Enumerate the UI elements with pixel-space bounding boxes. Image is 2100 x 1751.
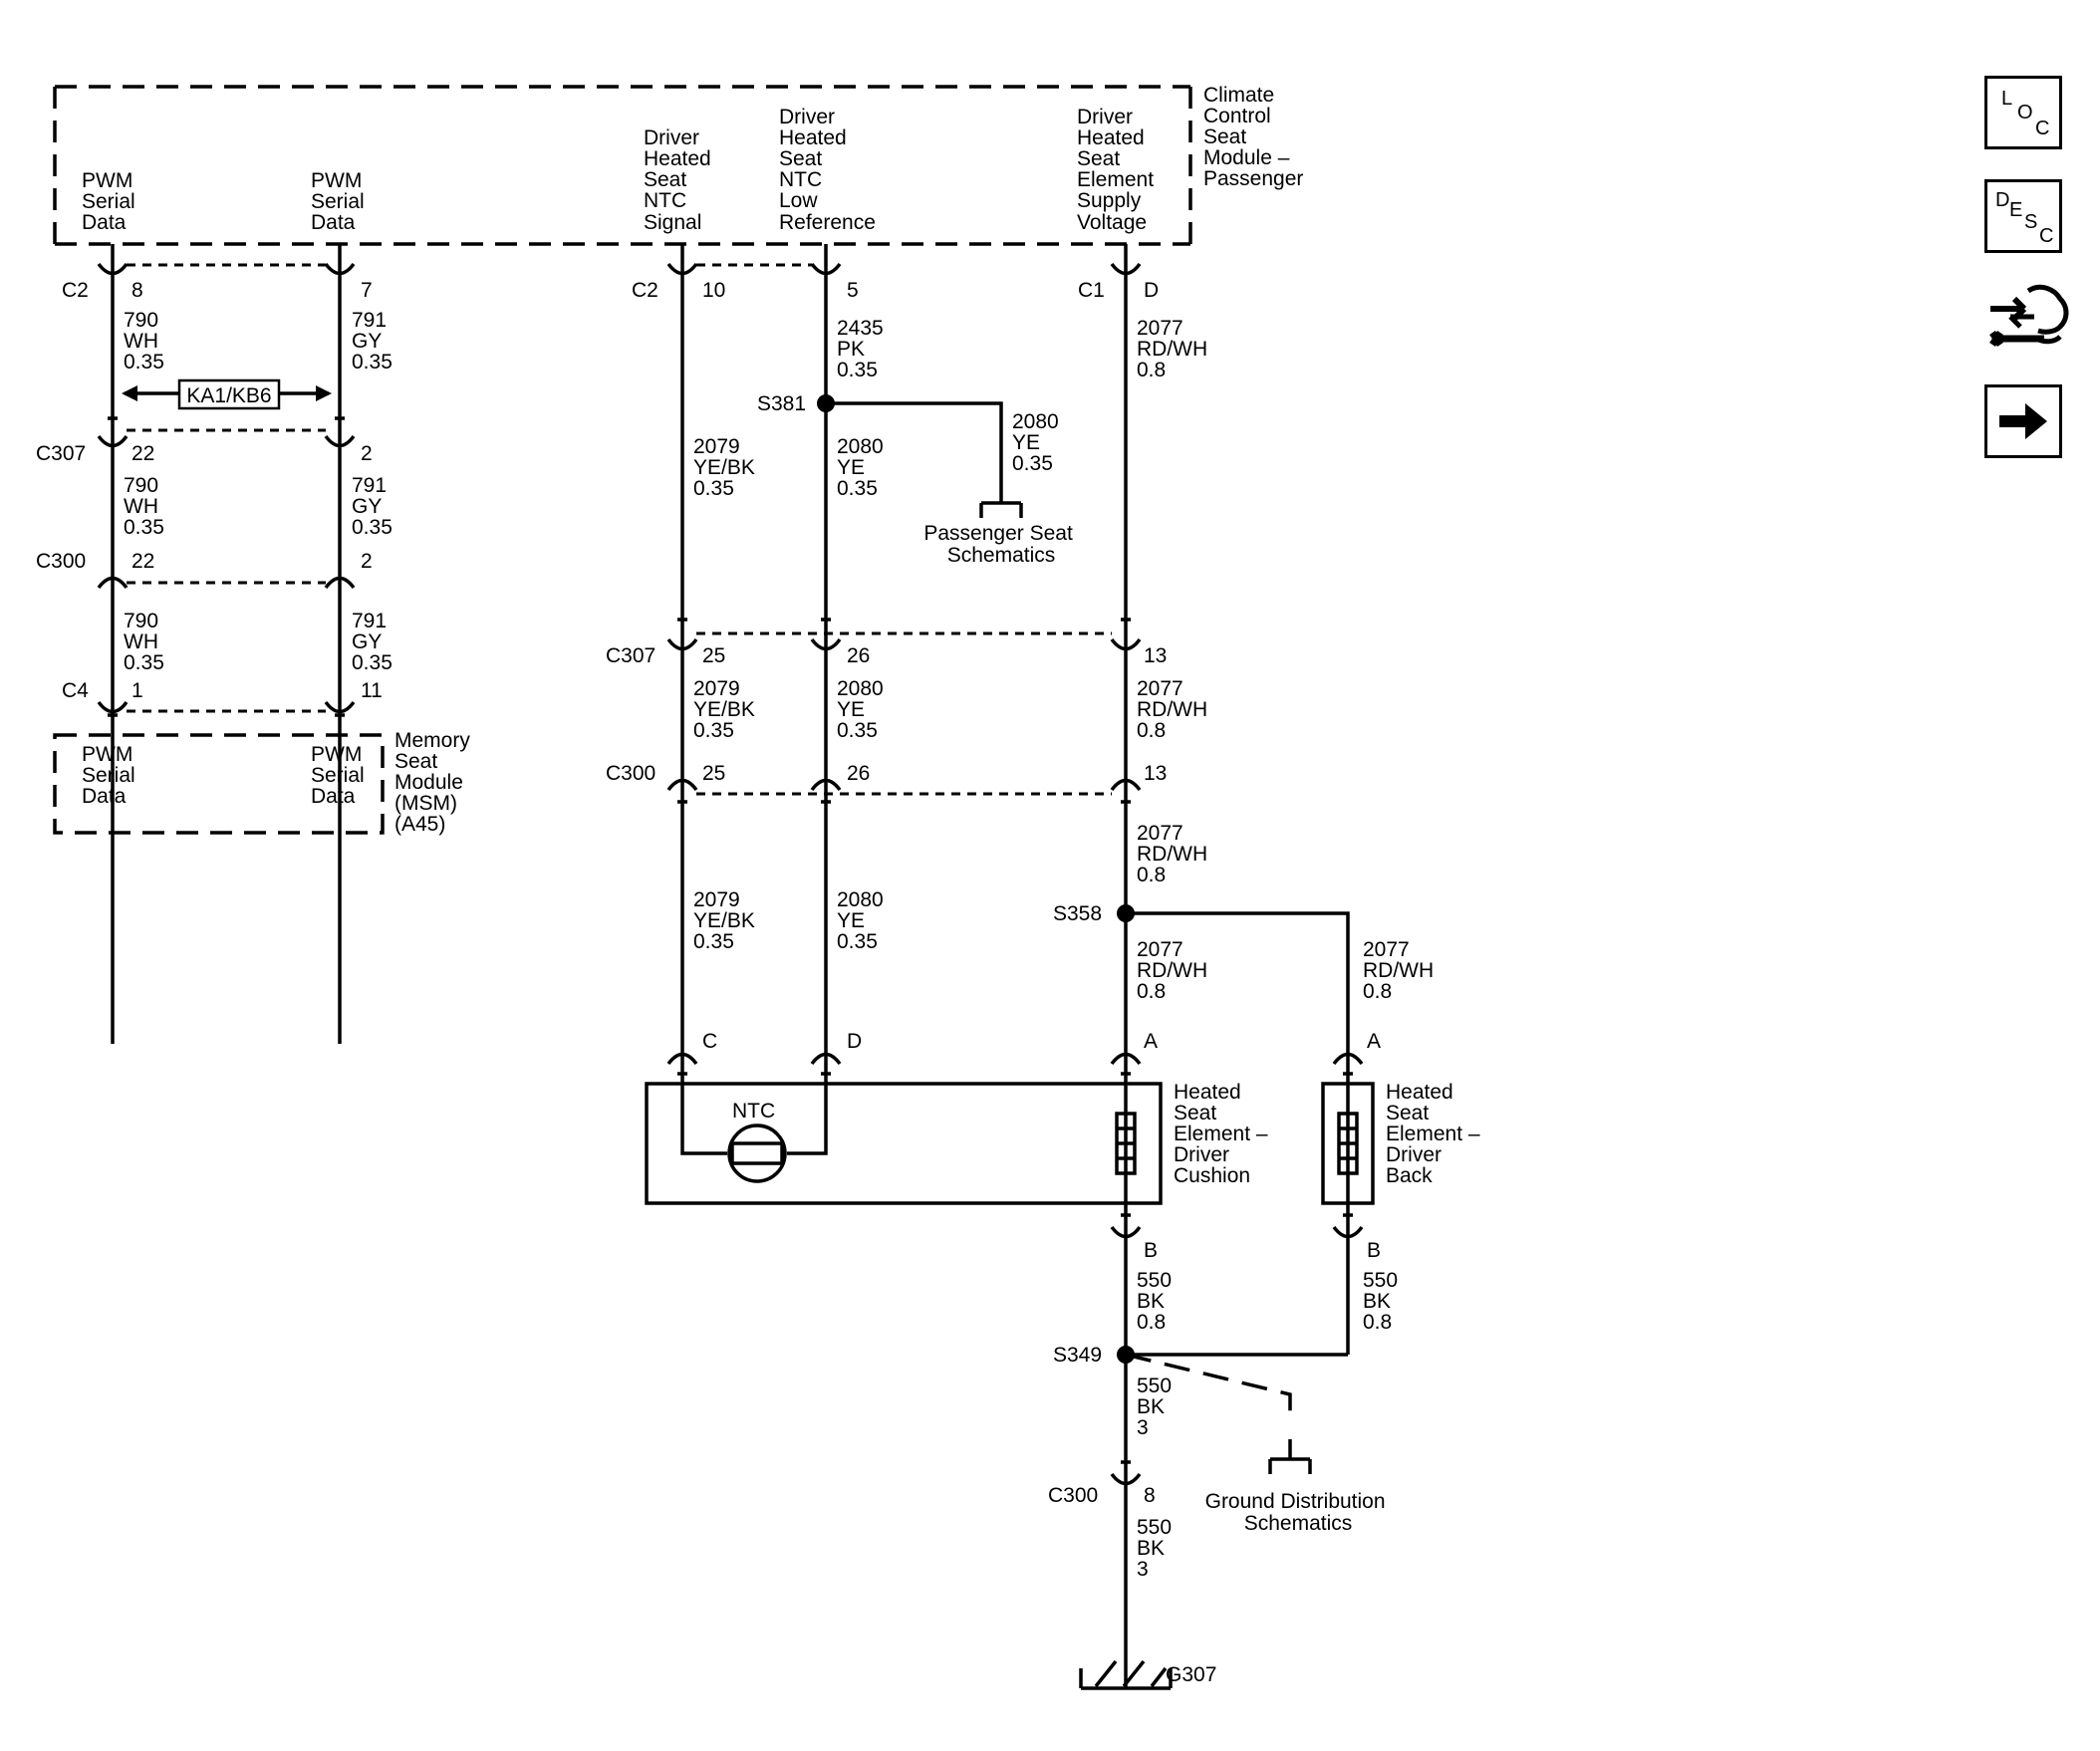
conn-c300-mid: C300: [606, 762, 656, 785]
conn-c300-left-pin-2: 2: [361, 550, 373, 573]
ntc-label: NTC: [732, 1100, 775, 1123]
conn-c300-mid-pin-13: 13: [1144, 762, 1167, 785]
middle-wires: [645, 244, 1375, 1690]
loc-letter-o: O: [2017, 102, 2033, 124]
conn-c307-mid-pin-25: 25: [702, 644, 725, 667]
conn-c307-left: C307: [36, 442, 86, 465]
conn-c1-pin-d: D: [1144, 279, 1159, 302]
arrow-right-icon: [1999, 403, 2047, 439]
conn-cushion-pin-a: A: [1144, 1030, 1158, 1053]
ccsm-module-name: Climate Control Seat Module – Passenger: [1203, 84, 1303, 190]
back-element-label: Heated Seat Element – Driver Back: [1386, 1081, 1485, 1187]
conn-back-pin-a: A: [1367, 1030, 1381, 1053]
desc-letter-c: C: [2039, 225, 2054, 247]
ref-ground-distribution-schematics[interactable]: Ground Distribution Schematics: [1205, 1490, 1392, 1535]
ccsm-module: Climate Control Seat Module – Passenger: [53, 84, 1303, 246]
loc-letter-c: C: [2035, 118, 2050, 139]
conn-c307-mid-pin-26: 26: [847, 644, 870, 667]
conn-c4: C4: [62, 679, 89, 702]
loc-button[interactable]: L O C: [1984, 76, 2062, 149]
hand-wrench-icon: [1989, 284, 2069, 347]
desc-button[interactable]: D E S C: [1984, 179, 2062, 253]
desc-letter-d: D: [1995, 189, 2010, 211]
desc-letter-e: E: [2009, 199, 2023, 221]
conn-c307-mid-pin-13: 13: [1144, 644, 1167, 667]
conn-c2-mid-pin-10: 10: [702, 279, 725, 302]
conn-c1: C1: [1078, 279, 1105, 302]
conn-c307-left-pin-22: 22: [131, 442, 154, 465]
splice-s358: S358: [1053, 902, 1102, 925]
pin-label-ntc-low-ref: Driver Heated Seat NTC Low Reference: [779, 106, 876, 234]
option-ka1-kb6: KA1/KB6: [186, 384, 271, 407]
pin-label-pwm-2: PWM Serial Data: [311, 169, 371, 234]
pin-label-ntc-signal: Driver Heated Seat NTC Signal: [644, 126, 717, 234]
diagnostic-tool-button[interactable]: [1984, 277, 2076, 367]
splice-s349: S349: [1053, 1344, 1102, 1367]
conn-c307-left-pin-2: 2: [361, 442, 373, 465]
conn-cushion-pin-b: B: [1144, 1239, 1158, 1262]
conn-ntc-pin-c: C: [702, 1030, 717, 1053]
desc-letter-s: S: [2024, 211, 2038, 233]
conn-c2-left-pin-7: 7: [361, 279, 373, 302]
conn-c2-mid-pin-5: 5: [847, 279, 859, 302]
conn-c2-left: C2: [62, 279, 89, 302]
conn-back-pin-b: B: [1367, 1239, 1381, 1262]
loc-letter-l: L: [2001, 88, 2013, 110]
conn-c300-left-pin-22: 22: [131, 550, 154, 573]
splice-s381: S381: [757, 392, 806, 415]
next-page-button[interactable]: [1984, 384, 2062, 458]
conn-c4-pin-1: 1: [131, 679, 143, 702]
conn-c300-low-pin-8: 8: [1144, 1484, 1156, 1507]
conn-c300-mid-pin-26: 26: [847, 762, 870, 785]
conn-ntc-pin-d: D: [847, 1030, 862, 1053]
conn-c4-pin-11: 11: [361, 679, 383, 702]
ground-g307: G307: [1166, 1663, 1216, 1686]
conn-c2-left-pin-8: 8: [131, 279, 143, 302]
conn-c307-mid: C307: [606, 644, 656, 667]
msm-module-name: Memory Seat Module (MSM) (A45): [394, 729, 476, 836]
ref-passenger-seat-schematics[interactable]: Passenger Seat Schematics: [923, 522, 1078, 567]
left-wires: KA1/KB6: [97, 244, 356, 1044]
pin-label-element-supply: Driver Heated Seat Element Supply Voltag…: [1077, 106, 1160, 234]
cushion-element-label: Heated Seat Element – Driver Cushion: [1174, 1081, 1273, 1187]
pin-label-pwm-1: PWM Serial Data: [82, 169, 141, 234]
conn-c300-low: C300: [1048, 1484, 1098, 1507]
conn-c300-left: C300: [36, 550, 86, 573]
conn-c300-mid-pin-25: 25: [702, 762, 725, 785]
conn-c2-mid: C2: [632, 279, 658, 302]
